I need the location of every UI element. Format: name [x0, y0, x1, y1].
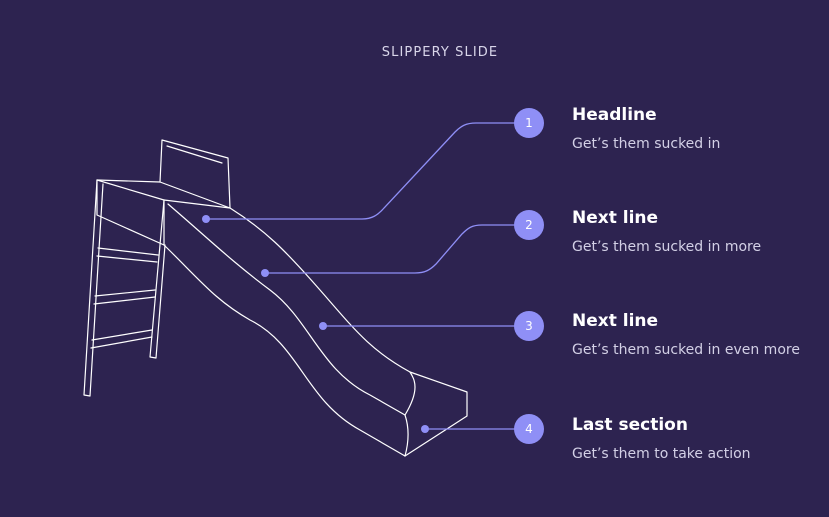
step-1: Headline Get’s them sucked in [572, 105, 720, 152]
step-badge-1: 1 [514, 108, 544, 138]
step-4: Last section Get’s them to take action [572, 415, 751, 462]
ladder-rail-right [149, 199, 166, 359]
step-3: Next line Get’s them sucked in even more [572, 311, 800, 358]
ladder-rung [93, 289, 156, 305]
step-description: Get’s them sucked in more [572, 239, 762, 255]
badge-number: 3 [525, 319, 533, 333]
slide-inner-edge [167, 203, 406, 416]
anchor-dot [319, 322, 327, 330]
step-description: Get’s them to take action [572, 446, 751, 462]
top-platform [96, 179, 165, 246]
step-heading: Next line [572, 311, 659, 331]
ladder-rail-left [83, 179, 104, 397]
step-badge-2: 2 [514, 210, 544, 240]
step-heading: Last section [572, 415, 688, 435]
step-heading: Headline [572, 105, 657, 125]
badge-number: 1 [525, 116, 533, 130]
anchor-dots [202, 215, 429, 433]
connector-1 [206, 122, 529, 220]
page-title: SLIPPERY SLIDE [381, 45, 499, 60]
anchor-dot [261, 269, 269, 277]
slide-right-edge [229, 207, 468, 457]
back-rail [159, 139, 231, 209]
badge-number: 4 [525, 422, 533, 436]
step-2: Next line Get’s them sucked in more [572, 208, 761, 255]
connector-2 [265, 224, 529, 274]
step-badge-4: 4 [514, 414, 544, 444]
slide-illustration [83, 139, 468, 457]
step-description: Get’s them sucked in even more [572, 342, 800, 358]
connectors [206, 122, 529, 430]
platform-top [96, 179, 231, 209]
step-badge-3: 3 [514, 311, 544, 341]
anchor-dot [202, 215, 210, 223]
badge-number: 2 [525, 218, 533, 232]
slide-left-edge [163, 244, 406, 457]
ladder-rung [96, 247, 159, 263]
anchor-dot [421, 425, 429, 433]
step-heading: Next line [572, 208, 659, 228]
ladder-rung [90, 329, 153, 349]
step-description: Get’s them sucked in [572, 136, 721, 152]
